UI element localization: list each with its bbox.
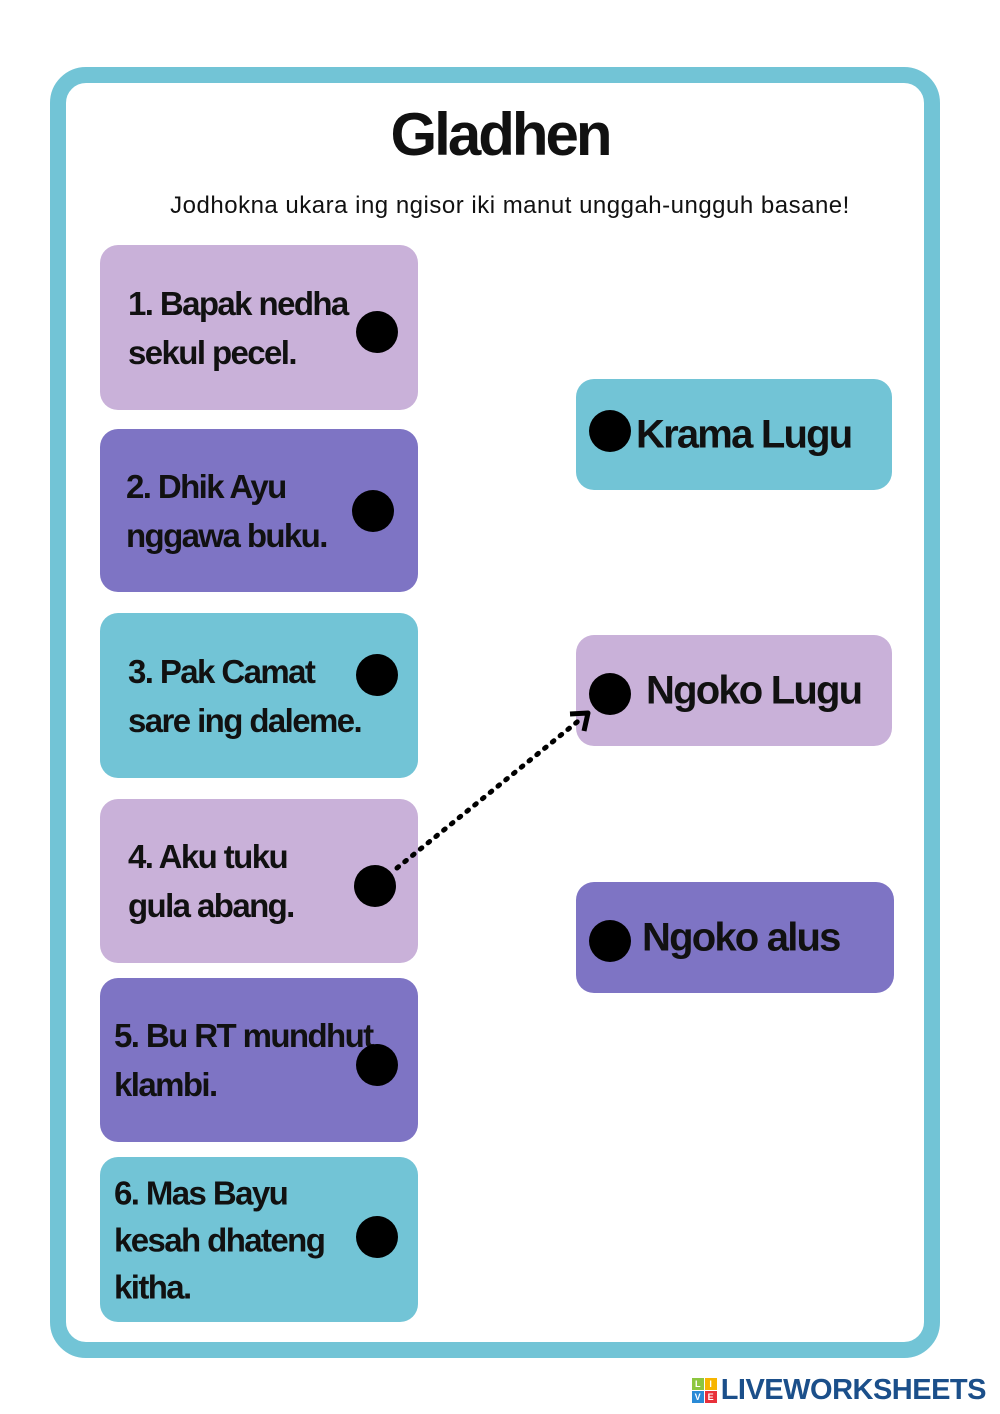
sentence-card-5: 5. Bu RT mundhut klambi. <box>100 978 418 1142</box>
option-card-ngoko-alus: Ngoko alus <box>576 882 894 993</box>
option-label: Ngoko Lugu <box>646 668 863 712</box>
match-dot-2[interactable] <box>352 490 394 532</box>
sentence-card-1: 1. Bapak nedha sekul pecel. <box>100 245 418 410</box>
logo-mark-icon: L I V E <box>691 1378 717 1403</box>
sentence-line: 3. Pak Camat <box>128 652 316 690</box>
sentence-line: nggawa buku. <box>126 516 328 554</box>
sentence-line: kesah dhateng <box>114 1221 326 1258</box>
option-label: Krama Lugu <box>636 412 853 456</box>
match-dot-1[interactable] <box>356 311 398 353</box>
sentence-line: 5. Bu RT mundhut <box>114 1017 374 1054</box>
sentence-card-2: 2. Dhik Ayu nggawa buku. <box>100 429 418 592</box>
match-dot-4[interactable] <box>354 865 396 907</box>
liveworksheets-logo: L I V E LIVEWORKSHEETS <box>691 1374 987 1407</box>
sentence-card-6: 6. Mas Bayu kesah dhateng kitha. <box>100 1157 418 1322</box>
instruction: Jodhokna ukara ing ngisor iki manut ungg… <box>170 192 850 219</box>
sentence-line: sekul pecel. <box>128 333 298 371</box>
sentence-line: sare ing daleme. <box>128 701 363 739</box>
sentence-line: gula abang. <box>128 887 295 924</box>
option-dot-krama-lugu[interactable] <box>589 410 631 452</box>
sentence-line: 2. Dhik Ayu <box>126 467 287 505</box>
match-dot-6[interactable] <box>356 1216 398 1258</box>
sentence-line: 6. Mas Bayu <box>114 1174 289 1211</box>
option-dot-ngoko-alus[interactable] <box>589 920 631 962</box>
option-card-krama-lugu: Krama Lugu <box>576 379 892 490</box>
option-card-ngoko-lugu: Ngoko Lugu <box>576 635 892 746</box>
option-label: Ngoko alus <box>642 915 841 959</box>
page-title: Gladhen <box>390 101 612 168</box>
match-dot-5[interactable] <box>356 1044 398 1086</box>
sentence-line: 1. Bapak nedha <box>128 284 349 322</box>
sentence-card-3: 3. Pak Camat sare ing daleme. <box>100 613 418 778</box>
match-dot-3[interactable] <box>356 654 398 696</box>
sentence-line: kitha. <box>114 1268 192 1305</box>
sentence-line: klambi. <box>114 1066 218 1103</box>
brand-name: LIVEWORKSHEETS <box>720 1374 987 1406</box>
sentence-card-4: 4. Aku tuku gula abang. <box>100 799 418 963</box>
option-dot-ngoko-lugu[interactable] <box>589 673 631 715</box>
sentence-line: 4. Aku tuku <box>128 838 289 875</box>
